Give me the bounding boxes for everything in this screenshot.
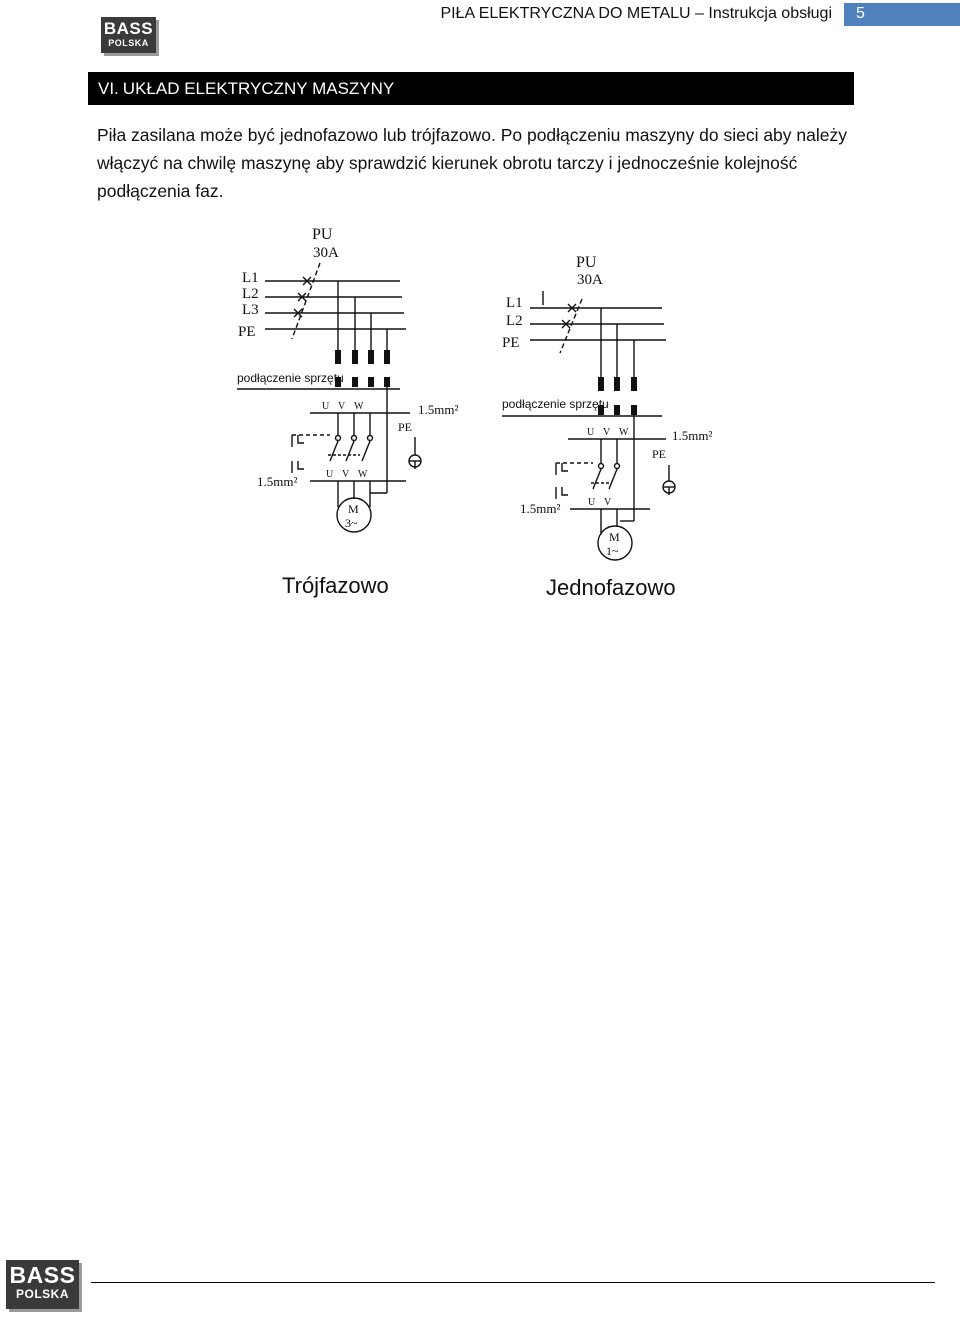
single-phase-motor-type: 1~ [606, 544, 619, 558]
logo-main-text: BASS [103, 19, 154, 38]
wiring-diagrams: PU 30A L1 L2 L3 PE podłąc [237, 226, 712, 600]
footer-rule [91, 1282, 935, 1283]
three-phase-wire-size-top: 1.5mm² [418, 402, 458, 417]
three-phase-breaker-contacts [293, 276, 312, 318]
single-phase-terminal-u-2: U [588, 497, 596, 508]
single-phase-terminal-u: U [587, 427, 595, 438]
section-heading-bar: VI.UKŁAD ELEKTRYCZNY MASZYNY [88, 72, 854, 105]
single-phase-motor-label: M [609, 530, 620, 544]
footer-bass-polska-logo: BASS POLSKA [6, 1260, 79, 1309]
three-phase-pe-label: PE [398, 420, 412, 434]
three-phase-terminal-w-2: W [358, 469, 368, 480]
three-phase-caption: Trójfazowo [282, 573, 389, 598]
footer-logo-sub-text: POLSKA [15, 1287, 69, 1301]
body-paragraph: Piła zasilana może być jednofazowo lub t… [97, 125, 847, 201]
three-phase-terminal-v-2: V [342, 469, 350, 480]
single-phase-line-label-pe: PE [502, 335, 520, 351]
section-heading: VI.UKŁAD ELEKTRYCZNY MASZYNY [98, 79, 394, 99]
page-number: 5 [856, 5, 865, 22]
single-phase-pe-label: PE [652, 447, 666, 461]
three-phase-fuses [335, 350, 390, 387]
single-phase-breaker-contacts [561, 303, 577, 329]
single-phase-fuses [598, 377, 637, 415]
single-phase-terminal-w: W [619, 427, 629, 438]
three-phase-line-label-l2: L2 [242, 286, 259, 302]
three-phase-terminal-v: V [338, 401, 346, 412]
three-phase-terminal-u: U [322, 401, 330, 412]
single-phase-breaker-label: PU [576, 254, 597, 271]
single-phase-diagram: PU 30A L1 L2 PE podłączenie sprzętu U V … [502, 254, 712, 600]
header-rule [844, 25, 960, 26]
single-phase-terminal-v: V [603, 427, 611, 438]
three-phase-motor-label: M [348, 502, 359, 516]
three-phase-breaker-label: PU [312, 226, 333, 243]
footer-logo-main-text: BASS [9, 1262, 76, 1288]
single-phase-caption: Jednofazowo [546, 575, 676, 600]
single-phase-line-label-l1: L1 [506, 295, 523, 311]
single-phase-wire-size-bottom: 1.5mm² [520, 501, 560, 516]
single-phase-breaker-symbol [559, 298, 583, 354]
logo-sub-text: POLSKA [108, 38, 149, 48]
three-phase-wire-size-bottom: 1.5mm² [257, 474, 297, 489]
section-title: UKŁAD ELEKTRYCZNY MASZYNY [122, 79, 395, 98]
single-phase-breaker-rating: 30A [577, 272, 603, 288]
single-phase-terminal-v-2: V [604, 497, 612, 508]
three-phase-line-label-pe: PE [238, 324, 256, 340]
three-phase-terminal-u-2: U [326, 469, 334, 480]
three-phase-motor-type: 3~ [345, 516, 358, 530]
three-phase-diagram: PU 30A L1 L2 L3 PE podłąc [237, 226, 458, 598]
single-phase-motor [597, 525, 633, 561]
three-phase-terminal-w: W [354, 401, 364, 412]
section-number: VI. [98, 79, 119, 98]
document-title: PIŁA ELEKTRYCZNA DO METALU – Instrukcja … [440, 5, 832, 22]
bass-polska-logo: BASS POLSKA [101, 17, 156, 53]
three-phase-motor [336, 497, 372, 533]
single-phase-wire-size-top: 1.5mm² [672, 428, 712, 443]
single-phase-equipment-label: podłączenie sprzętu [502, 397, 609, 411]
three-phase-equipment-label: podłączenie sprzętu [237, 371, 344, 385]
three-phase-line-label-l3: L3 [242, 302, 259, 318]
single-phase-line-label-l2: L2 [506, 313, 523, 329]
three-phase-breaker-rating: 30A [313, 245, 339, 261]
page-number-badge: 5 [844, 3, 960, 25]
three-phase-line-label-l1: L1 [242, 270, 259, 286]
